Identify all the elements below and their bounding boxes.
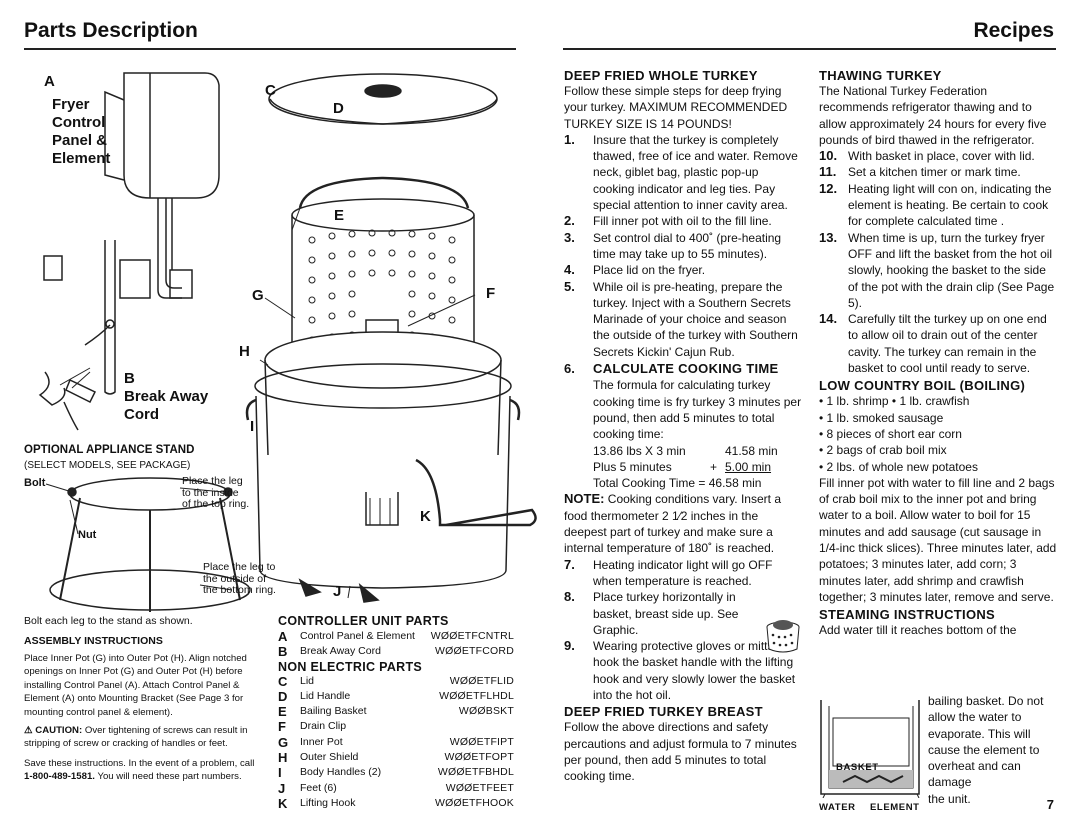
label-g: G	[252, 287, 264, 304]
step-item: 13.When time is up, turn the turkey frye…	[819, 229, 1055, 310]
support-phone: 1-800-489-1581.	[24, 771, 95, 783]
caution-note: ⚠ CAUTION: Over tightening of screws can…	[24, 725, 248, 750]
steaming-wrap-text: bailing basket. Do not allow the water t…	[928, 694, 1044, 806]
recipes-title: Recipes	[973, 19, 1054, 42]
label-b: B	[124, 370, 135, 387]
label-c: C	[265, 82, 276, 99]
step-item: 4.Place lid on the fryer.	[564, 262, 706, 278]
bullet-item: • 2 lbs. of whole new potatoes	[819, 459, 978, 474]
stand-heading: OPTIONAL APPLIANCE STAND	[24, 444, 195, 456]
turkey-breast-heading: DEEP FRIED TURKEY BREAST	[564, 704, 763, 720]
label-k: K	[420, 508, 431, 525]
assembly-heading: ASSEMBLY INSTRUCTIONS	[24, 635, 163, 647]
step-calc: 6. CALCULATE COOKING TIME The formula fo…	[564, 361, 802, 491]
label-a-text: Fryer Control Panel & Element	[52, 96, 111, 167]
stand-place-bottom: Place the leg to the outside of the bott…	[203, 561, 276, 596]
step-item: 9.Wearing protective gloves or mitts, ho…	[564, 638, 796, 702]
label-f: F	[486, 285, 496, 302]
step-item: 1.Insure that the turkey is completely t…	[564, 131, 798, 213]
whole-turkey-heading: DEEP FRIED WHOLE TURKEY	[564, 68, 758, 83]
step-item: 8.Place turkey horizontally in basket, b…	[564, 589, 739, 637]
steaming-heading: STEAMING INSTRUCTIONS	[819, 607, 996, 623]
stand-bolt-each: Bolt each leg to the stand as shown.	[24, 615, 193, 627]
assembly-text: Place Inner Pot (G) into Outer Pot (H). …	[24, 653, 247, 718]
steaming-pot-diagram	[820, 700, 920, 798]
stand-bolt-label: Bolt	[24, 477, 46, 489]
left-header-rule	[24, 48, 516, 50]
controller-parts-heading: CONTROLLER UNIT PARTS	[278, 614, 449, 628]
right-header-rule	[563, 48, 1056, 50]
label-d: D	[333, 100, 344, 117]
thawing-text: The National Turkey Federation recommend…	[819, 84, 1047, 147]
low-country-heading: LOW COUNTRY BOIL (BOILING)	[819, 378, 1026, 394]
label-b-text: Break Away Cord	[124, 388, 209, 423]
non-electric-parts-heading: NON ELECTRIC PARTS	[278, 659, 423, 674]
thawing-heading: THAWING TURKEY	[819, 68, 942, 83]
element-label: ELEMENT	[870, 802, 920, 813]
step-item: 7.Heating indicator light will go OFF wh…	[564, 556, 773, 588]
stand-place-top: Place the leg to the inside of the top r…	[182, 475, 250, 510]
note: NOTE: Cooking conditions vary. Insert a …	[564, 491, 781, 556]
parts-description-title: Parts Description	[24, 19, 198, 42]
stand-nut-label: Nut	[78, 529, 97, 541]
fryer-parts-diagram	[38, 72, 537, 612]
thawing-section: THAWING TURKEY The National Turkey Feder…	[819, 68, 1057, 639]
step-item: 12.Heating light will con on, indicating…	[819, 180, 1052, 229]
water-label: WATER	[819, 802, 856, 813]
bullet-item: • 1 lb. smoked sausage	[819, 410, 944, 425]
basket-label: BASKET	[836, 762, 879, 773]
save-note: Save these instructions. In the event of…	[24, 757, 255, 783]
step-item: 5.While oil is pre-heating, prepare the …	[564, 278, 798, 359]
step-item: 2.Fill inner pot with oil to the fill li…	[564, 213, 772, 229]
steaming-line1: Add water till it reaches bottom of the	[819, 623, 1017, 638]
label-i: I	[250, 418, 255, 435]
turkey-breast-text: Follow the above directions and safety p…	[564, 720, 797, 784]
bullet-item: • 2 bags of crab boil mix	[819, 443, 947, 458]
stand-sub: (SELECT MODELS, SEE PACKAGE)	[24, 460, 191, 471]
label-h: H	[239, 343, 250, 360]
label-j: J	[333, 583, 342, 600]
page-number: 7	[1046, 797, 1054, 812]
step-item: 14.Carefully tilt the turkey up on one e…	[819, 311, 1047, 376]
step-item: 11.Set a kitchen timer or mark time.	[819, 164, 1021, 180]
assembly-section: ASSEMBLY INSTRUCTIONS Place Inner Pot (G…	[24, 635, 264, 784]
whole-turkey-section: DEEP FRIED WHOLE TURKEY Follow these sim…	[564, 68, 802, 784]
bullet-item: • 1 lb. shrimp • 1 lb. crawfish	[819, 394, 970, 409]
step-item: 10.With basket in place, cover with lid.	[819, 148, 1035, 164]
whole-turkey-intro: Follow these simple steps for deep fryin…	[564, 84, 788, 131]
warning-icon: ⚠	[24, 725, 33, 737]
label-e: E	[334, 207, 345, 224]
label-a: A	[44, 73, 55, 90]
low-country-text: Fill inner pot with water to fill line a…	[819, 475, 1057, 604]
turkey-basket-icon	[766, 620, 800, 653]
bullet-item: • 8 pieces of short ear corn	[819, 426, 962, 441]
step-item: 3.Set control dial to 400˚ (pre-heating …	[564, 229, 782, 261]
